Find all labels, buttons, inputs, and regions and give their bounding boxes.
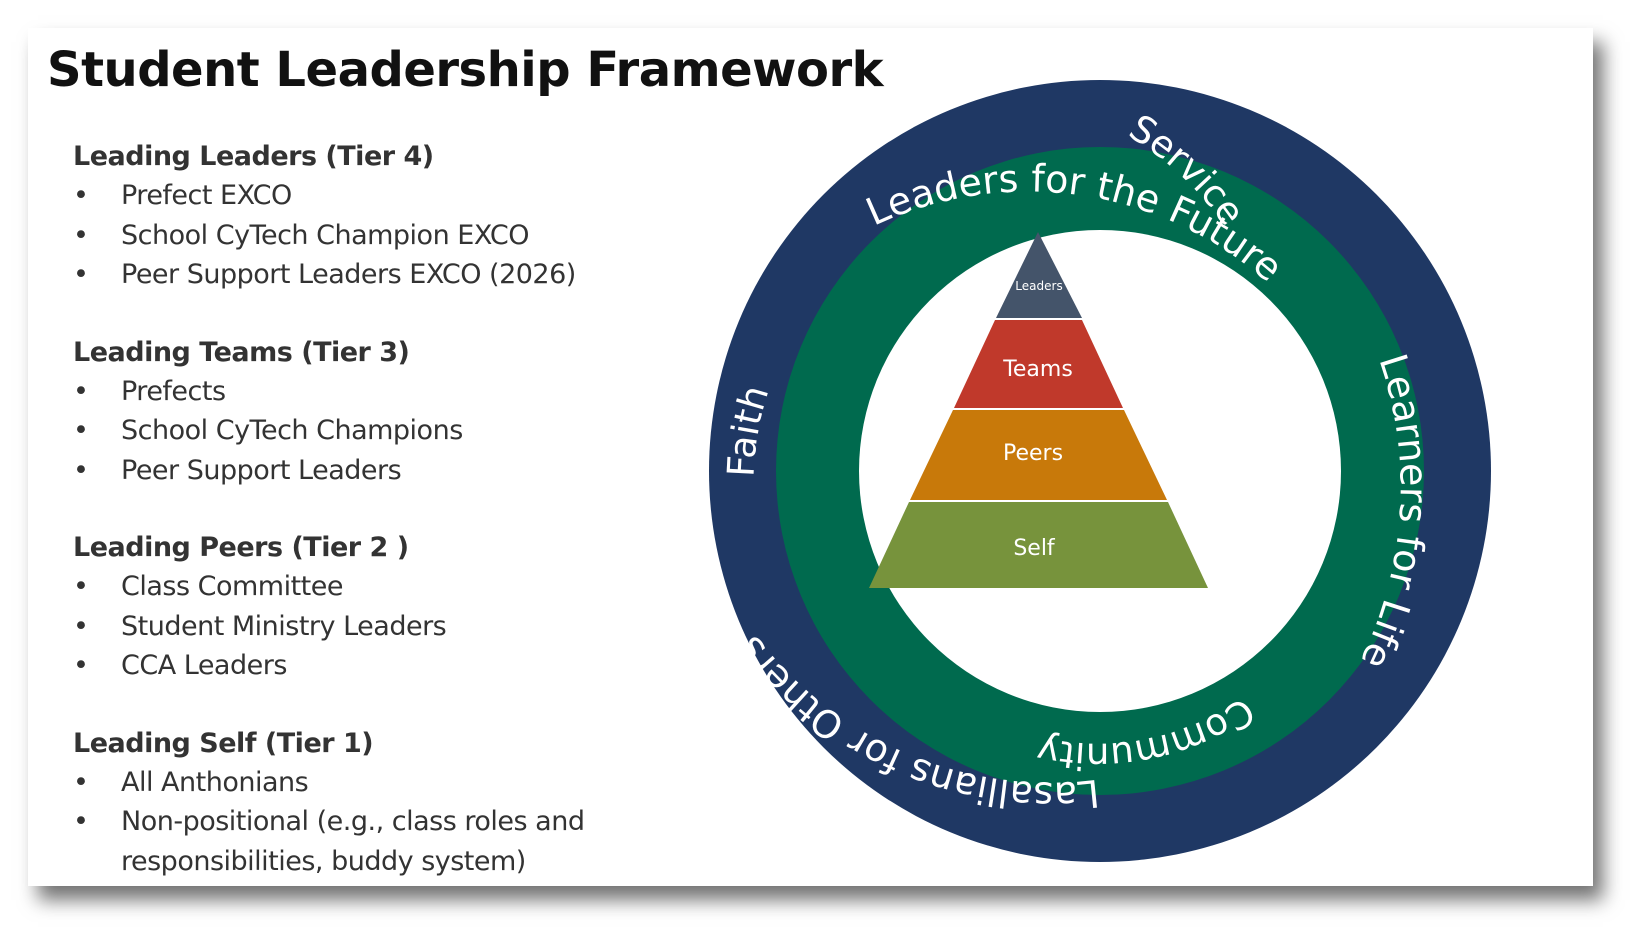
tier-2: Leading Peers (Tier 2 ) • Class Committee… [73,529,693,686]
pyramid-label-peers: Peers [1003,441,1063,466]
list-item-text: School CyTech Champions [121,415,463,446]
list-item: • Student Ministry Leaders [73,607,693,647]
bullet: • [73,259,89,290]
list-item: • CCA Leaders [73,646,693,686]
list-item-text: Prefects [121,375,226,407]
list-item: • All Anthonians [73,763,693,803]
list-item-text: Prefect EXCO [121,180,292,211]
list-item-text: Peer Support Leaders EXCO (2026) [121,259,576,290]
leadership-diagram: Leaders for the Future Learners for Life… [709,80,1491,862]
tier-list: Leading Leaders (Tier 4) • Prefect EXCO •… [73,138,693,920]
bullet: • [73,571,89,602]
tier-heading: Leading Teams (Tier 3) [73,336,410,368]
list-item-text: Non-positional (e.g., class roles and re… [121,806,585,877]
tier-1: Leading Self (Tier 1) • All Anthonians • N… [73,725,693,882]
pyramid-label-leaders: Leaders [1015,279,1062,293]
slide: Student Leadership Framework Leading Lea… [28,28,1593,886]
bullet: • [73,766,89,798]
list-item: • School CyTech Champion EXCO [73,216,693,256]
tier-heading: Leading Self (Tier 1) [73,727,374,759]
list-item: • Peer Support Leaders [73,451,693,491]
tier-heading: Leading Leaders (Tier 4) [73,141,434,172]
bullet: • [73,610,89,642]
tier-items: • Prefect EXCO • School CyTech Champion EX… [73,176,693,295]
list-item-text: All Anthonians [121,766,309,798]
list-item: • Peer Support Leaders EXCO (2026) [73,255,693,295]
list-item-text: Student Ministry Leaders [121,610,447,642]
pyramid-tier-leaders [996,232,1082,318]
tier-3: Leading Teams (Tier 3) • Prefects • School… [73,334,693,491]
bullet: • [73,806,89,837]
bullet: • [73,650,89,681]
tier-items: • Prefects • School CyTech Champions • Peer… [73,372,693,491]
pyramid: Leaders Teams Peers Self [869,232,1208,588]
list-item-text: Peer Support Leaders [121,454,402,486]
list-item-text: School CyTech Champion EXCO [121,219,529,251]
list-item-text: Class Committee [121,571,344,602]
bullet: • [73,454,89,486]
bullet: • [73,415,89,446]
list-item: • Prefect EXCO [73,176,693,216]
list-item: • School CyTech Champions [73,411,693,451]
pyramid-label-self: Self [1013,536,1056,561]
bullet: • [73,180,89,211]
page-title: Student Leadership Framework [47,42,884,98]
tier-items: • Class Committee • Student Ministry Leade… [73,567,693,686]
list-item: • Class Committee [73,567,693,607]
list-item: • Prefects [73,372,693,412]
pyramid-tier-self [869,502,1208,588]
tier-heading: Leading Peers (Tier 2 ) [73,532,409,563]
pyramid-tier-peers [910,410,1167,500]
pyramid-tier-teams [954,320,1123,408]
tier-4: Leading Leaders (Tier 4) • Prefect EXCO •… [73,138,693,295]
tier-items: • All Anthonians • Non-positional (e.g., c… [73,763,693,882]
pyramid-label-teams: Teams [1002,357,1073,382]
list-item-text: CCA Leaders [121,650,287,681]
bullet: • [73,375,89,407]
bullet: • [73,219,89,251]
list-item: • Non-positional (e.g., class roles and r… [73,802,693,881]
